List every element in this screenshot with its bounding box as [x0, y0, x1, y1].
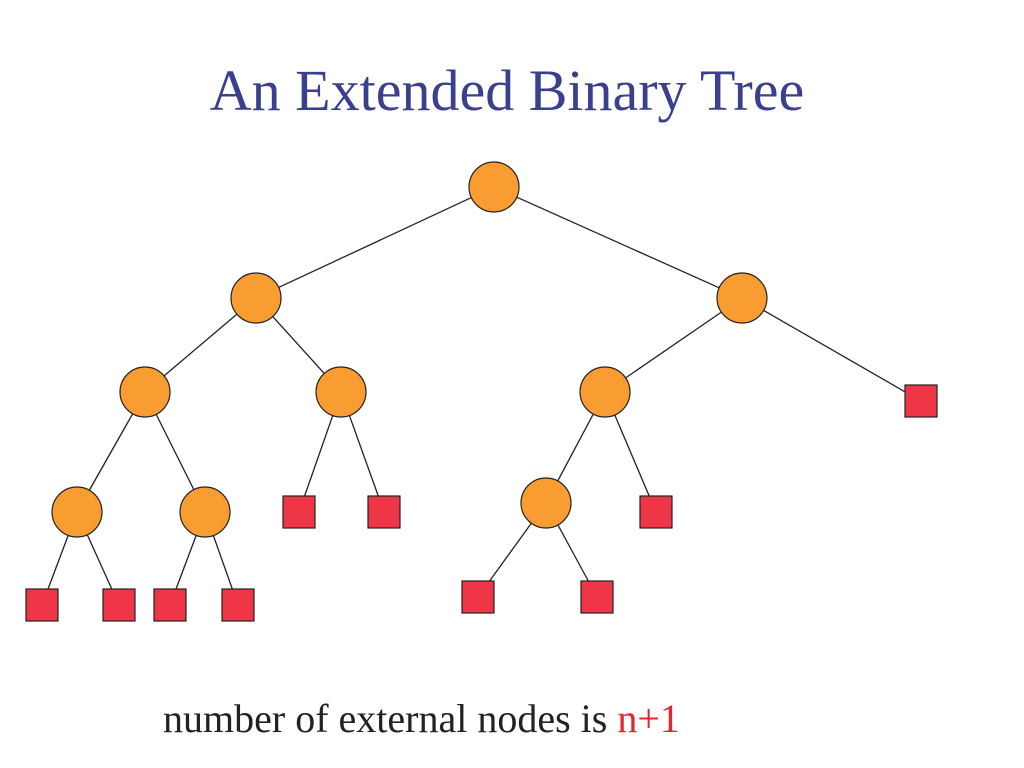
external-node-LLLR — [102, 588, 136, 622]
external-node-LRR — [367, 495, 401, 529]
tree-edge-RL-RLL — [557, 413, 594, 482]
external-node-LRL — [282, 495, 316, 529]
tree-edge-LL-LLR — [155, 414, 195, 490]
tree-edge-root-R — [516, 196, 720, 289]
tree-edge-R-RR — [763, 309, 906, 393]
tree-edge-LLL-LLLL — [47, 535, 69, 590]
tree-edge-root-L — [278, 196, 472, 289]
tree-edge-RLL-RLLR — [557, 524, 589, 582]
node-layer — [25, 161, 938, 622]
external-node-LLRR — [221, 588, 255, 622]
internal-node-R — [716, 272, 768, 324]
tree-edge-RL-RLR — [614, 414, 650, 497]
external-node-LLLL — [25, 588, 59, 622]
tree-edge-L-LR — [272, 316, 325, 374]
external-node-RLLR — [580, 580, 614, 614]
external-node-RLLL — [461, 580, 495, 614]
internal-node-RL — [579, 366, 631, 418]
tree-edge-LLR-LLRL — [175, 535, 197, 590]
tree-edge-LL-LLL — [88, 413, 134, 491]
internal-node-root — [468, 161, 520, 213]
external-node-LLRL — [153, 588, 187, 622]
internal-node-LR — [315, 366, 367, 418]
internal-node-RLL — [520, 477, 572, 529]
internal-node-L — [230, 272, 282, 324]
tree-edge-L-LL — [163, 313, 238, 377]
caption-highlight: n+1 — [617, 696, 680, 741]
caption-text: number of external nodes is — [163, 696, 618, 741]
tree-edge-LLL-LLLR — [86, 534, 113, 590]
tree-edge-R-RL — [625, 311, 722, 379]
external-node-RR — [904, 384, 938, 418]
tree-edge-LLR-LLRR — [212, 535, 233, 590]
internal-node-LLL — [51, 486, 103, 538]
external-node-RLR — [639, 495, 673, 529]
internal-node-LLR — [179, 486, 231, 538]
internal-node-LL — [119, 366, 171, 418]
tree-edge-RLL-RLLL — [489, 522, 532, 582]
tree-edge-LR-LRR — [348, 415, 379, 497]
caption: number of external nodes is n+1 — [163, 696, 680, 742]
tree-edge-LR-LRL — [303, 415, 334, 497]
edge-layer — [47, 196, 906, 590]
slide-title: An Extended Binary Tree — [209, 58, 805, 123]
